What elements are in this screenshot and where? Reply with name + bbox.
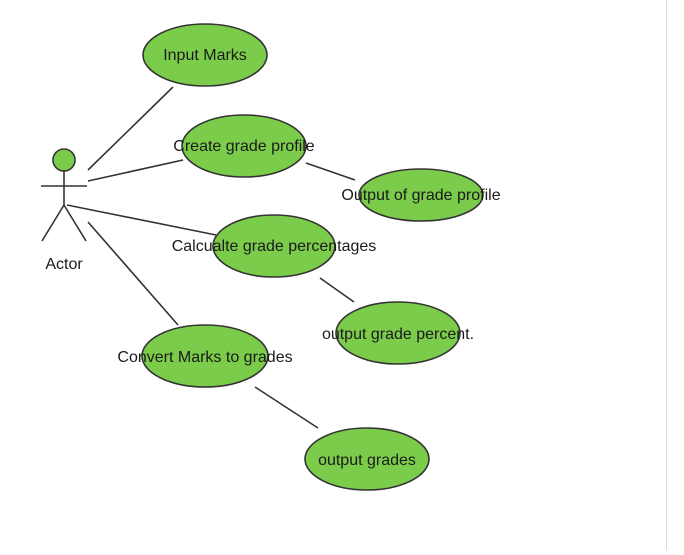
usecase-input-marks-label: Input Marks <box>163 47 247 64</box>
actor-right-leg <box>63 204 87 242</box>
usecase-output-grade-profile-label: Output of grade profile <box>341 187 500 204</box>
usecase-create-grade-profile-label: Create grade profile <box>173 138 315 155</box>
link-calculate-to-output-percent <box>319 277 355 303</box>
usecase-input-marks[interactable]: Input Marks <box>142 23 268 87</box>
actor-left-leg <box>41 204 65 242</box>
link-actor-convert-marks-to-grades <box>87 221 179 326</box>
usecase-output-grades-label: output grades <box>318 452 416 469</box>
usecase-output-grade-percent[interactable]: output grade percent. <box>322 301 474 365</box>
usecase-output-grades[interactable]: output grades <box>304 427 430 491</box>
actor-head <box>52 148 76 172</box>
usecase-output-grade-profile[interactable]: Output of grade profile <box>341 168 501 222</box>
link-actor-create-grade-profile <box>87 159 184 182</box>
connector-group <box>66 86 356 429</box>
usecase-output-grade-profile-shape <box>358 168 484 222</box>
usecase-create-grade-profile-shape <box>181 114 307 178</box>
usecase-input-marks-shape <box>142 23 268 87</box>
link-create-to-output-profile <box>305 162 356 181</box>
actor-figure[interactable]: Actor <box>41 148 87 273</box>
link-actor-calculate-grade-percentages <box>66 204 217 236</box>
usecase-convert-marks-to-grades[interactable]: Convert Marks to grades <box>117 324 293 388</box>
usecase-create-grade-profile[interactable]: Create grade profile <box>173 114 315 178</box>
usecase-output-grade-percent-shape <box>335 301 461 365</box>
usecase-convert-marks-to-grades-shape <box>141 324 269 388</box>
usecase-calculate-grade-percentages-label: Calcualte grade percentages <box>172 238 377 255</box>
usecase-output-grade-percent-label: output grade percent. <box>322 326 474 343</box>
usecase-output-grades-shape <box>304 427 430 491</box>
actor-label: Actor <box>45 256 83 273</box>
page-edge-divider <box>666 0 667 550</box>
usecase-calculate-grade-percentages-shape <box>212 214 336 278</box>
link-convert-to-output-grades <box>254 386 319 429</box>
usecase-calculate-grade-percentages[interactable]: Calcualte grade percentages <box>172 214 377 278</box>
link-actor-input-marks <box>87 86 174 171</box>
usecase-convert-marks-to-grades-label: Convert Marks to grades <box>117 349 292 366</box>
